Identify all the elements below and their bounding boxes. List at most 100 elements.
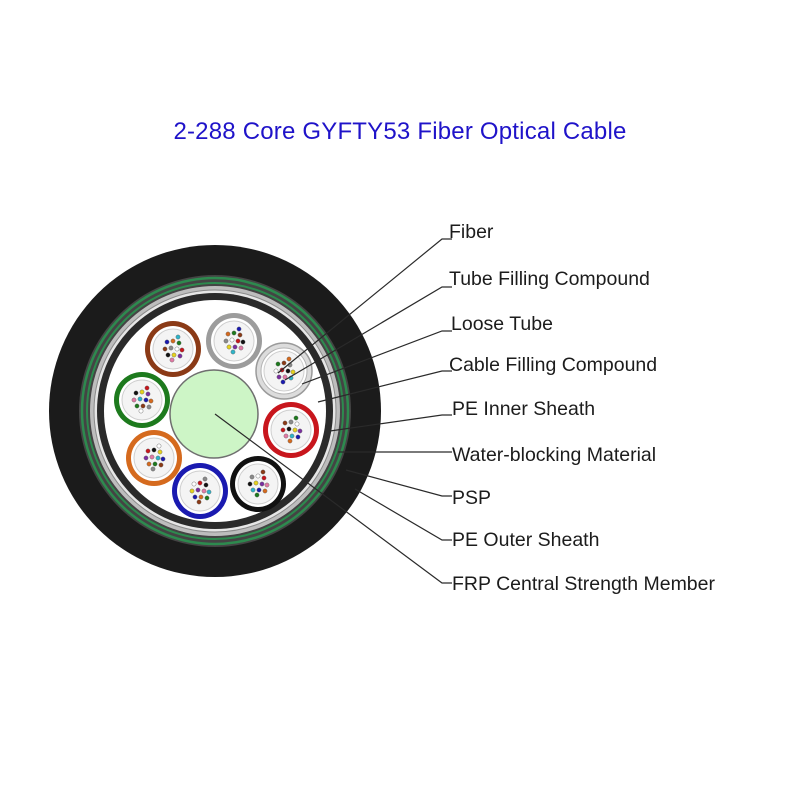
psp-stripe-inner <box>86 282 344 540</box>
label-tube-filling-compound: Tube Filling Compound <box>449 268 650 290</box>
fiber-dot <box>133 390 139 396</box>
fiber-dot <box>249 474 255 480</box>
leader-line-pe-inner-sheath <box>329 414 452 432</box>
fiber-dot <box>146 461 152 467</box>
fiber-dot <box>292 427 298 433</box>
label-cable-filling-compound: Cable Filling Compound <box>449 354 657 376</box>
fiber-dot <box>195 487 201 493</box>
fiber-dot <box>177 353 183 359</box>
fiber-dot <box>158 462 164 468</box>
fiber-dot <box>225 331 231 337</box>
label-fiber: Fiber <box>449 221 494 243</box>
fiber-dot <box>262 488 268 494</box>
fiber-dot <box>148 398 154 404</box>
fiber-dot <box>134 403 140 409</box>
fiber-dot <box>237 332 243 338</box>
fiber-dot <box>289 433 295 439</box>
leader-line-tube-filling-compound <box>284 286 452 381</box>
fiber-dot <box>297 428 303 434</box>
frp-central-strength-member <box>169 369 259 459</box>
fiber-dot <box>240 339 246 345</box>
fiber-dot <box>192 494 198 500</box>
fiber-dot <box>164 339 170 345</box>
fiber-dot <box>165 352 171 358</box>
fiber-dot <box>280 427 286 433</box>
fiber-dot <box>236 326 242 332</box>
fiber-dot <box>229 337 235 343</box>
fiber-dot <box>145 448 151 454</box>
fiber-dot <box>174 346 180 352</box>
fiber-dot <box>162 346 168 352</box>
label-pe-outer-sheath: PE Outer Sheath <box>452 529 599 551</box>
fiber-dot <box>288 419 294 425</box>
fiber-dot <box>202 476 208 482</box>
fiber-dot <box>259 481 265 487</box>
fiber-dot <box>139 389 145 395</box>
fiber-dot <box>238 345 244 351</box>
fiber-dot <box>206 489 212 495</box>
leader-lines <box>214 238 452 584</box>
label-psp: PSP <box>452 487 491 509</box>
fiber-dot <box>156 443 162 449</box>
fiber-dot <box>179 347 185 353</box>
fiber-dot <box>260 469 266 475</box>
fiber-dot <box>189 488 195 494</box>
fiber-dot <box>176 340 182 346</box>
loose-tube-blue <box>172 463 228 519</box>
fiber-dot <box>293 415 299 421</box>
leader-line-fiber <box>277 238 452 374</box>
psp-stripe-outer <box>80 276 350 546</box>
fiber-dot <box>231 330 237 336</box>
fiber-dot <box>150 466 156 472</box>
fiber-dot <box>143 397 149 403</box>
fiber-dot <box>191 481 197 487</box>
fiber-dot <box>264 482 270 488</box>
leader-line-pe-outer-sheath <box>354 488 452 541</box>
fiber-dot <box>144 385 150 391</box>
label-water-blocking-material: Water-blocking Material <box>452 444 656 466</box>
fiber-dot <box>295 434 301 440</box>
fiber-dot <box>232 344 238 350</box>
fiber-dot <box>247 481 253 487</box>
fiber-dot <box>250 487 256 493</box>
fiber-dot <box>285 368 291 374</box>
fiber-dot <box>138 408 144 414</box>
leader-line-loose-tube <box>301 330 452 385</box>
fiber-dot <box>261 475 267 481</box>
fiber-dot <box>175 334 181 340</box>
fiber-dot <box>155 455 161 461</box>
fiber-bundles <box>131 326 303 505</box>
fiber-dot <box>149 454 155 460</box>
fiber-dot <box>290 369 296 375</box>
fiber-dot <box>280 379 286 385</box>
fiber-dot <box>230 349 236 355</box>
fiber-dot <box>145 391 151 397</box>
fiber-dot <box>203 482 209 488</box>
label-frp-central-strength-member: FRP Central Strength Member <box>452 573 715 595</box>
fiber-dot <box>275 361 281 367</box>
fiber-dot <box>282 420 288 426</box>
fiber-dot <box>223 338 229 344</box>
fiber-dot <box>286 356 292 362</box>
fiber-dot <box>254 492 260 498</box>
fiber-dot <box>168 345 174 351</box>
fiber-dot <box>273 368 279 374</box>
leader-line-psp <box>345 469 452 497</box>
fiber-dot <box>151 447 157 453</box>
fiber-dot <box>170 338 176 344</box>
fiber-dot <box>196 499 202 505</box>
fiber-dot <box>294 421 300 427</box>
fiber-dot <box>204 495 210 501</box>
fiber-dot <box>152 461 158 467</box>
fiber-dot <box>281 360 287 366</box>
fiber-dot <box>201 488 207 494</box>
diagram-title: 2-288 Core GYFTY53 Fiber Optical Cable <box>173 118 627 145</box>
fiber-dot <box>143 455 149 461</box>
fiber-dot <box>160 456 166 462</box>
labels: Fiber Tube Filling Compound Loose Tube C… <box>449 221 715 595</box>
fiber-dot <box>282 374 288 380</box>
fiber-dot <box>253 480 259 486</box>
fiber-dot <box>256 487 262 493</box>
fiber-dot <box>131 397 137 403</box>
